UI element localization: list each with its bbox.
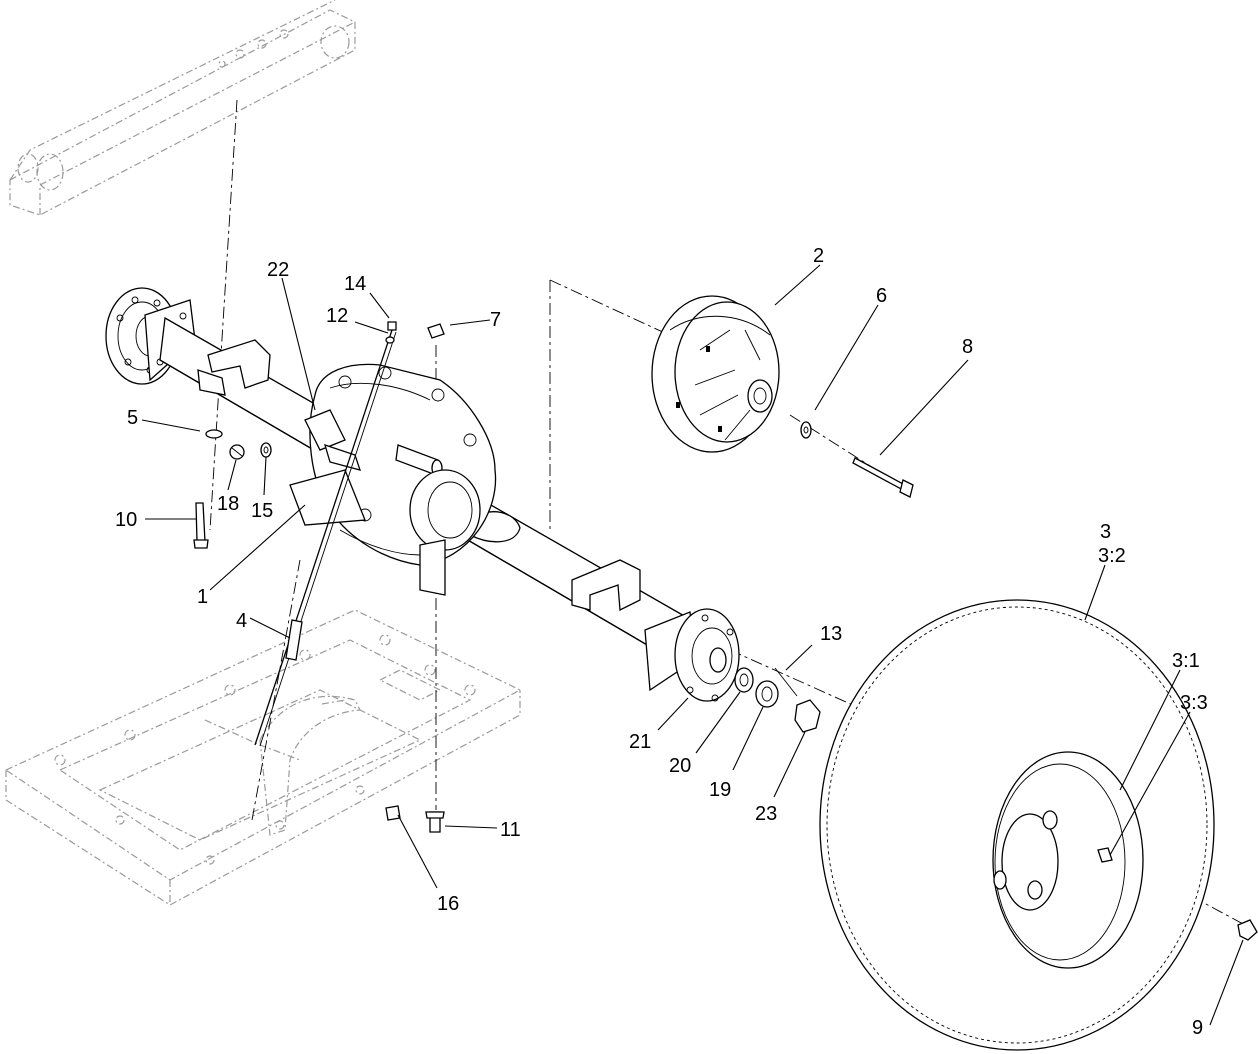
frame-rail-ghost <box>9 0 356 216</box>
callout-5: 5 <box>127 407 138 429</box>
hub-hardware <box>734 667 821 733</box>
callout-19: 19 <box>709 779 731 801</box>
callout-11: 11 <box>500 819 521 841</box>
callout-14: 14 <box>344 273 366 295</box>
callout-labels: 1 2 3 3:2 3:1 3:3 4 5 6 7 8 9 10 11 12 1… <box>115 245 1208 1039</box>
callout-23: 23 <box>755 803 777 825</box>
callout-3-2: 3:2 <box>1098 545 1126 567</box>
callout-2: 2 <box>813 245 824 267</box>
callout-3-1: 3:1 <box>1172 650 1200 672</box>
right-axle-flange <box>644 608 740 702</box>
callout-9: 9 <box>1192 1017 1203 1039</box>
callout-13: 13 <box>820 623 842 645</box>
callout-15: 15 <box>251 500 273 522</box>
brake-rod <box>254 329 397 747</box>
callout-18: 18 <box>217 493 239 515</box>
platform-frame-ghost <box>4 609 522 906</box>
brake-pedal-ghost <box>204 695 361 836</box>
callout-7: 7 <box>490 309 501 331</box>
hardware-left <box>193 321 445 833</box>
callout-1: 1 <box>197 586 208 608</box>
callout-16: 16 <box>437 893 459 915</box>
callout-8: 8 <box>962 336 973 358</box>
callout-3: 3 <box>1100 521 1111 543</box>
washer-and-bolt <box>800 421 914 498</box>
callout-20: 20 <box>669 755 691 777</box>
callout-21: 21 <box>629 731 651 753</box>
brake-drum <box>651 295 780 453</box>
callout-12: 12 <box>326 305 348 327</box>
callout-22: 22 <box>267 259 289 281</box>
callout-3-3: 3:3 <box>1180 692 1208 714</box>
callout-6: 6 <box>876 285 887 307</box>
wheel-assembly <box>819 599 1258 1051</box>
callout-10: 10 <box>115 509 137 531</box>
leader-lines <box>141 264 1244 1026</box>
callout-4: 4 <box>236 610 247 632</box>
